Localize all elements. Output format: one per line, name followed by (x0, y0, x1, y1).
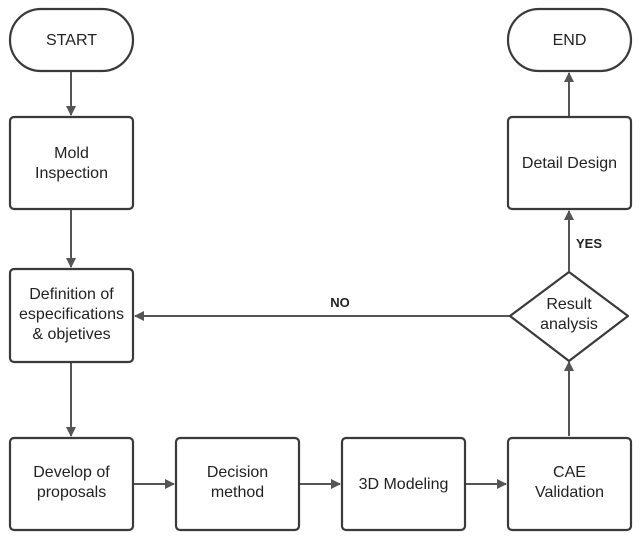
node-start-label: START (46, 32, 97, 49)
node-definition-line2: especifications (19, 306, 124, 323)
node-develop-line2: proposals (37, 484, 106, 501)
node-develop: Develop of proposals (8, 436, 135, 532)
node-cae-validation: CAE Validation (506, 436, 633, 532)
edge-label-yes: YES (576, 236, 602, 251)
node-detail-design-label: Detail Design (522, 155, 617, 172)
node-end-label: END (553, 32, 587, 49)
node-detail-design: Detail Design (506, 115, 633, 211)
node-cae-validation-line2: Validation (535, 484, 604, 501)
node-mold-inspection: Mold Inspection (8, 115, 135, 211)
node-decision-line1: Decision (207, 464, 268, 481)
node-3d-modeling-label: 3D Modeling (359, 476, 449, 493)
node-3d-modeling: 3D Modeling (340, 436, 467, 532)
node-definition-line3: & objetives (32, 326, 110, 343)
node-definition-line1: Definition of (29, 286, 114, 303)
node-mold-inspection-line2: Inspection (35, 165, 108, 182)
node-mold-inspection-line1: Mold (54, 145, 89, 162)
node-decision-line2: method (211, 484, 264, 501)
node-end: END (506, 7, 633, 73)
node-cae-validation-line1: CAE (553, 464, 586, 481)
node-result-analysis-line1: Result (546, 296, 592, 313)
node-develop-line1: Develop of (33, 464, 110, 481)
edge-label-no: NO (330, 295, 350, 310)
node-decision: Decision method (174, 436, 301, 532)
node-start: START (8, 7, 135, 73)
node-result-analysis: Result analysis (508, 270, 630, 363)
node-definition: Definition of especifications & objetive… (8, 267, 135, 364)
node-result-analysis-line2: analysis (540, 316, 598, 333)
